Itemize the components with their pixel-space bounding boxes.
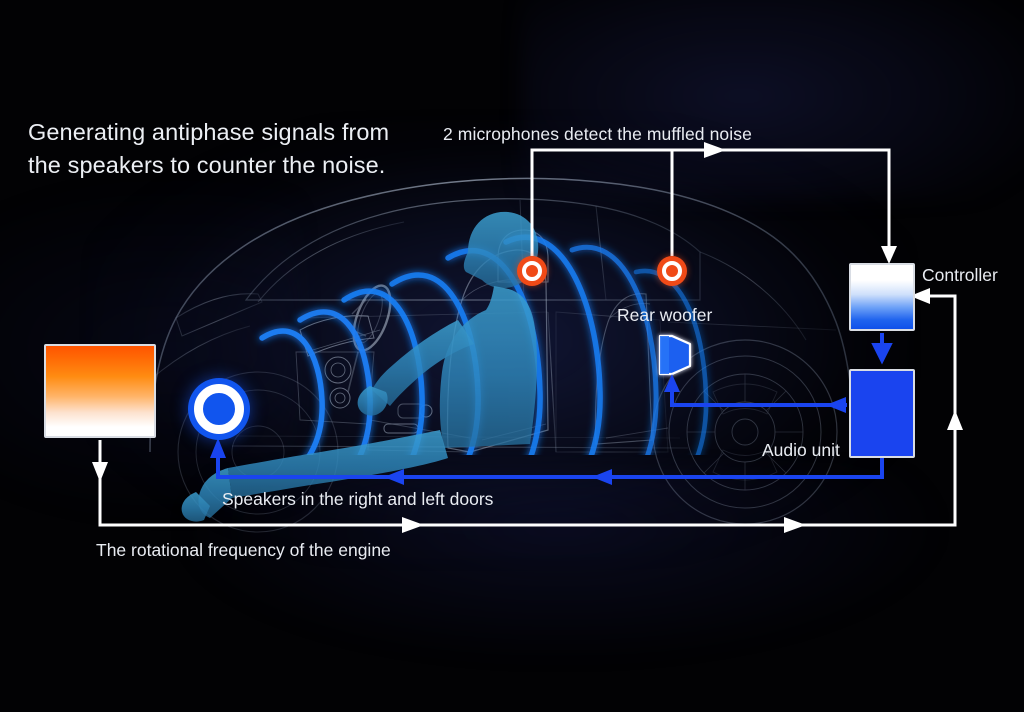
door-speakers-label: Speakers in the right and left doors	[222, 489, 494, 509]
controller-label: Controller	[922, 265, 998, 285]
engine-path-arrowheads	[92, 288, 963, 533]
rear-woofer-icon	[658, 334, 692, 376]
audio-unit-box[interactable]	[849, 369, 915, 458]
rear-microphone-icon[interactable]	[657, 256, 687, 286]
audio-unit-label: Audio unit	[762, 440, 840, 460]
engine-source-box[interactable]	[44, 344, 156, 438]
title-line-2: the speakers to counter the noise.	[28, 152, 386, 178]
door-speaker-icon[interactable]	[188, 378, 250, 440]
front-microphone-icon[interactable]	[517, 256, 547, 286]
mic-to-controller-path	[530, 148, 891, 256]
doorspeaker-path-arrowheads	[210, 438, 612, 485]
audio-to-doorspeaker-path	[216, 448, 884, 479]
mic-path-arrowheads	[704, 142, 897, 264]
title-line-1: Generating antiphase signals from	[28, 119, 390, 145]
rear-woofer-label: Rear woofer	[617, 305, 713, 325]
audio-to-woofer-path	[670, 382, 847, 407]
microphones-label: 2 microphones detect the muffled noise	[443, 124, 752, 144]
engine-to-controller-path	[98, 294, 957, 527]
woofer-path-arrowheads	[664, 374, 846, 413]
controller-box[interactable]	[849, 263, 915, 331]
engine-frequency-label: The rotational frequency of the engine	[96, 540, 391, 560]
page-title: Generating antiphase signals from the sp…	[28, 116, 389, 182]
